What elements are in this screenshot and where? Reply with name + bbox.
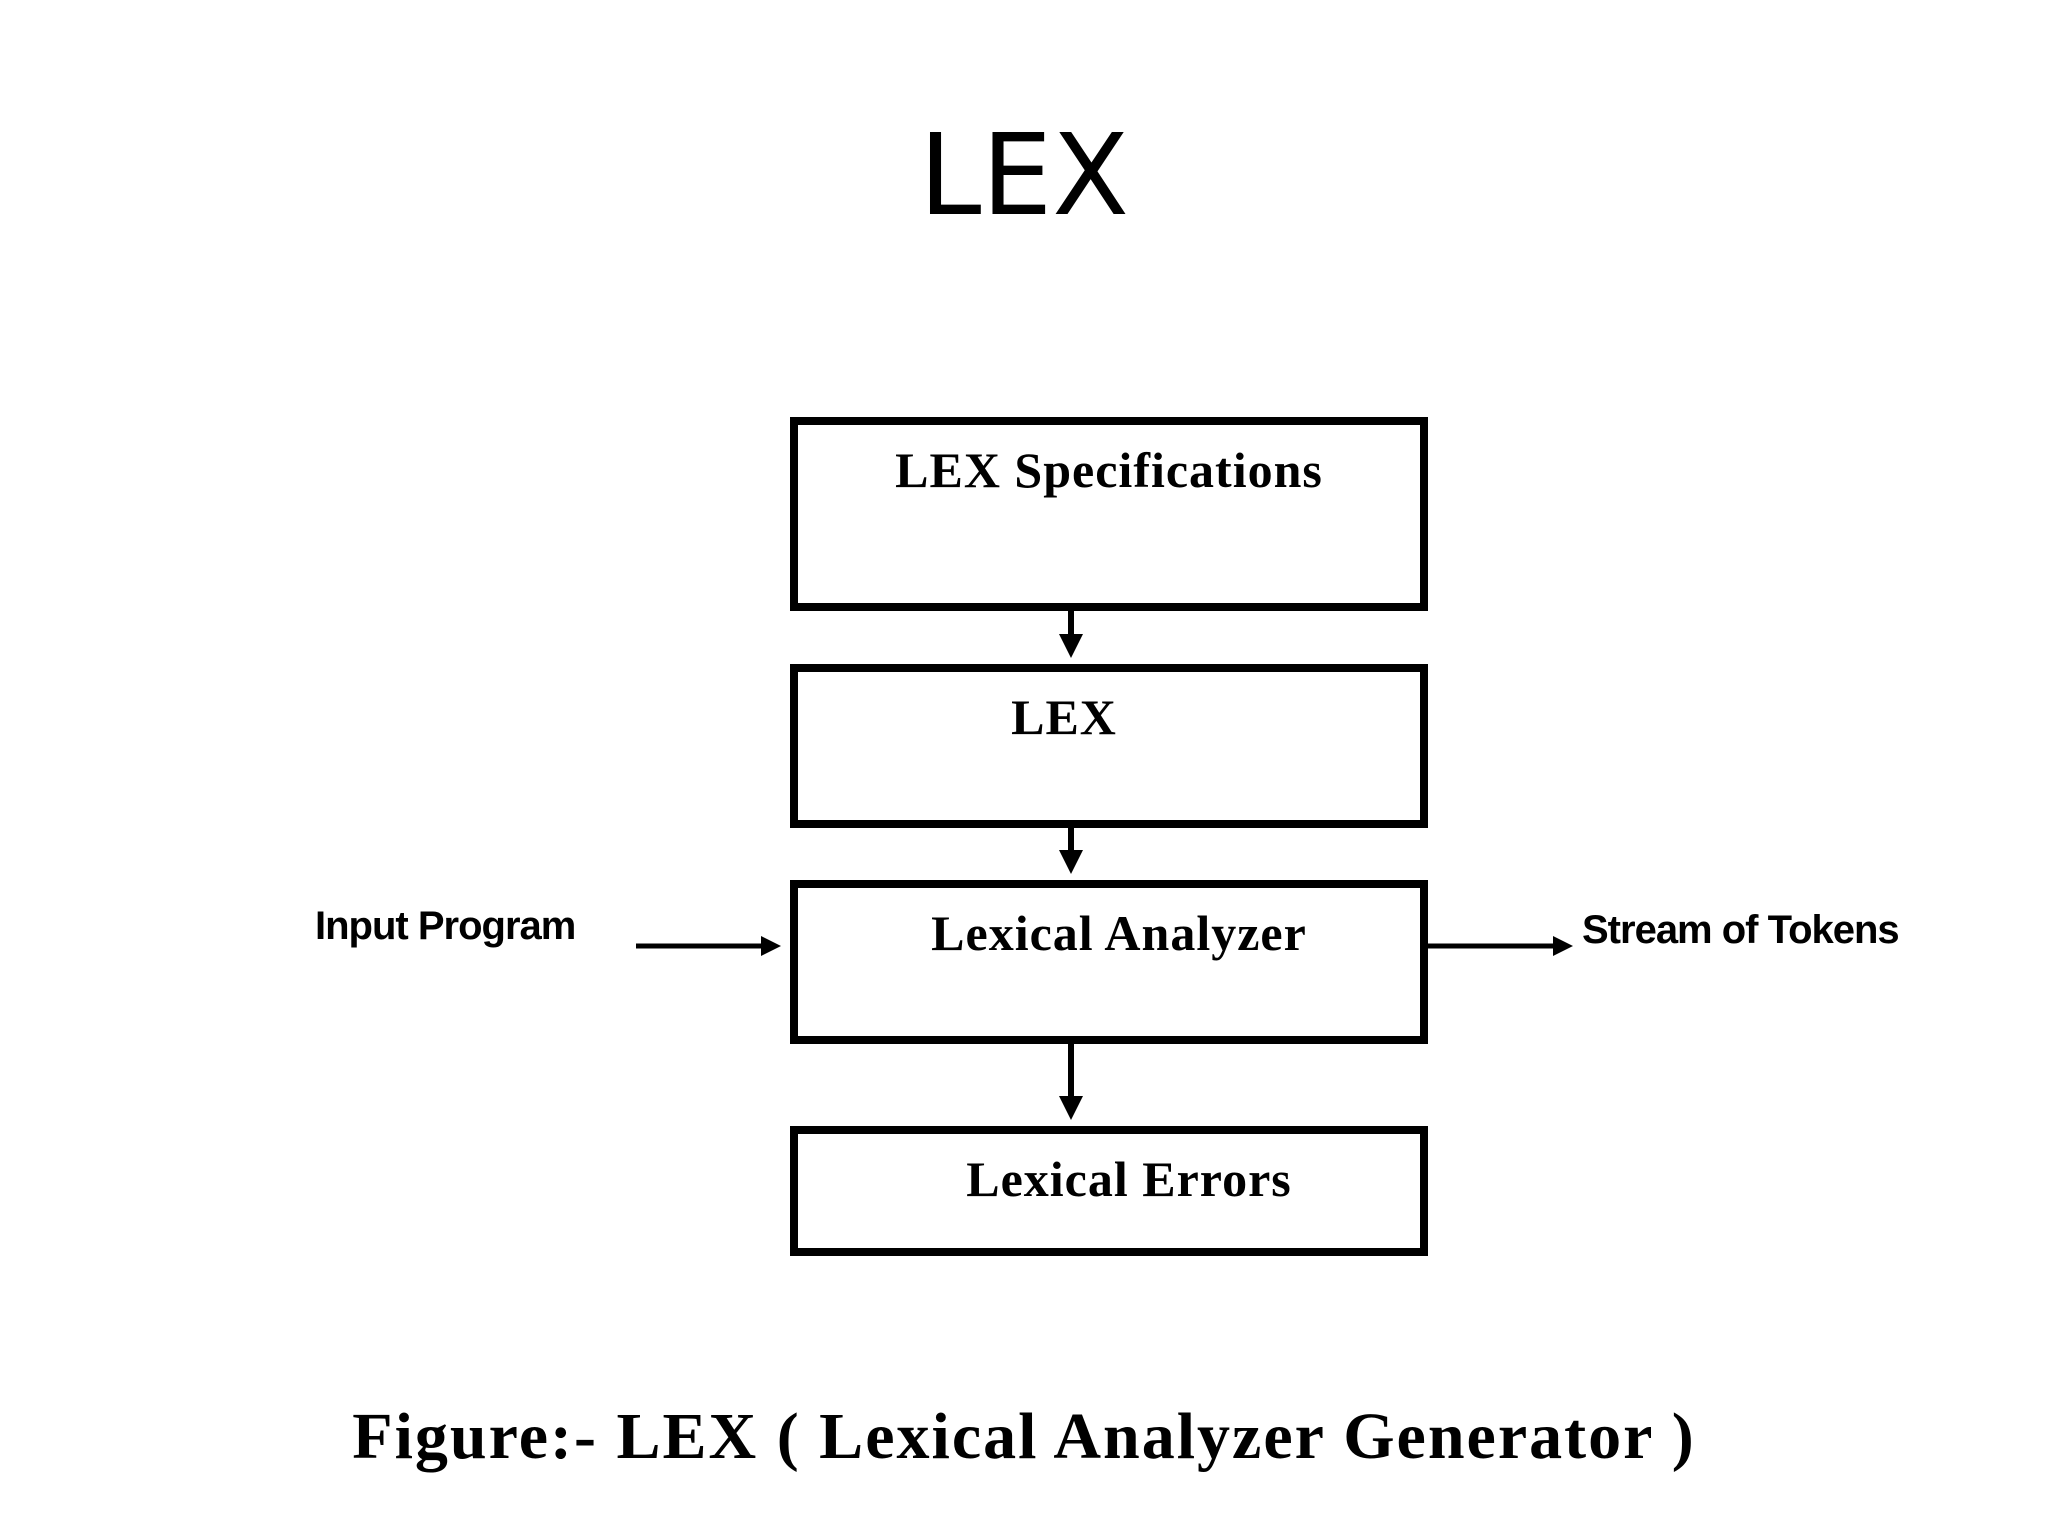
lex-specifications-label: LEX Specifications xyxy=(895,442,1323,498)
figure-caption: Figure:- LEX ( Lexical Analyzer Generato… xyxy=(352,1400,1696,1473)
lex-label: LEX xyxy=(1011,689,1117,745)
lexical-errors-box: Lexical Errors xyxy=(790,1126,1428,1256)
lexical-analyzer-label: Lexical Analyzer xyxy=(931,905,1307,961)
stream-of-tokens-label: Stream of Tokens xyxy=(1582,908,1900,952)
lex-box: LEX xyxy=(790,664,1428,828)
slide-title: LEX xyxy=(919,111,1129,241)
input-program-label: Input Program xyxy=(315,904,576,948)
lex-specifications-box: LEX Specifications xyxy=(790,417,1428,611)
lexical-analyzer-box: Lexical Analyzer xyxy=(790,880,1428,1044)
lexical-errors-label: Lexical Errors xyxy=(966,1151,1292,1207)
